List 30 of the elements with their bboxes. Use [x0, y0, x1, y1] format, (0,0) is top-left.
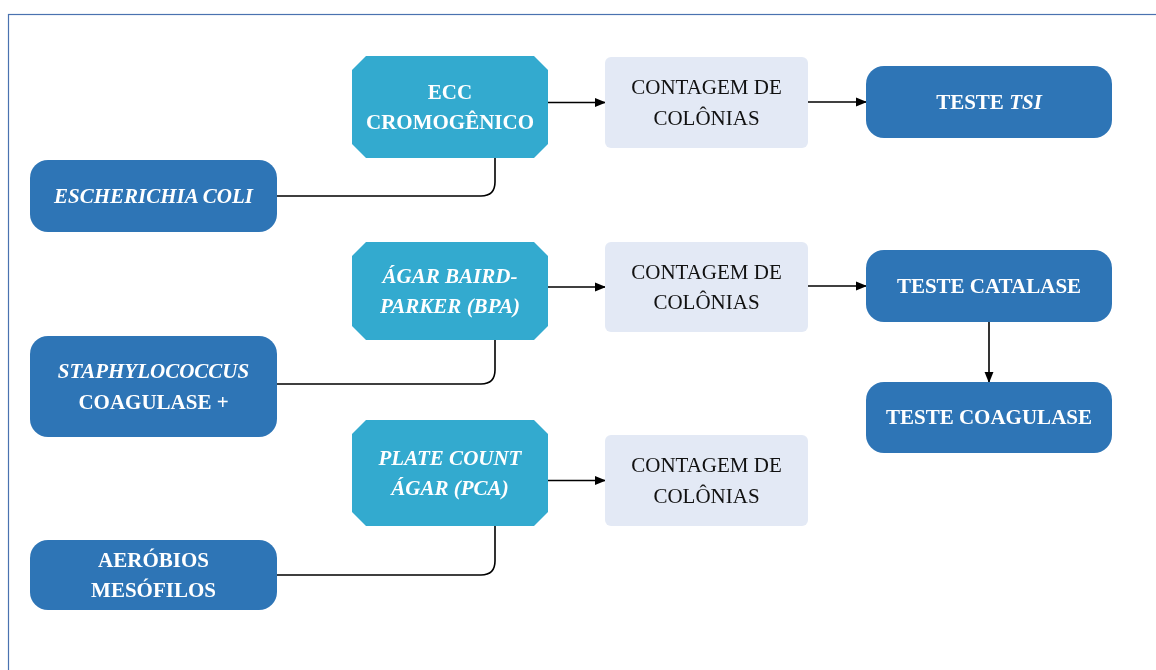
node-label: ÁGAR BAIRD-PARKER (BPA) [379, 262, 521, 320]
connector-line [276, 157, 496, 197]
node-label: PLATE COUNT ÁGAR (PCA) [377, 444, 523, 502]
colony-count-box [605, 57, 808, 148]
node-label: TESTE COAGULASE [886, 404, 1092, 432]
arrow [807, 281, 868, 291]
node-label: CONTAGEM DE COLÔNIAS [630, 74, 783, 132]
node-label: CONTAGEM DE COLÔNIAS [630, 452, 783, 510]
rounded-process-box [866, 382, 1112, 453]
rounded-process-box [866, 66, 1112, 138]
connector-line [276, 339, 496, 385]
node-label: ECC CROMOGÊNICO [365, 78, 535, 136]
node-label: STAPHYLOCOCCUS COAGULASE + [56, 358, 251, 416]
rounded-process-box [30, 540, 277, 610]
colony-count-box [605, 435, 808, 526]
arrow [984, 321, 994, 384]
arrow [547, 282, 607, 292]
rounded-process-box [866, 250, 1112, 322]
colony-count-box [605, 242, 808, 332]
arrow [547, 476, 607, 485]
node-label: TESTE CATALASE [896, 272, 1082, 300]
node-label: CONTAGEM DE COLÔNIAS [630, 258, 783, 316]
node-label: ESCHERICHIA COLI [54, 182, 253, 210]
node-label: TESTE TSI [936, 88, 1042, 116]
connector-line [276, 525, 496, 576]
rounded-process-box [30, 160, 277, 232]
arrow [807, 97, 868, 107]
rounded-process-box [30, 336, 277, 437]
node-label: AERÓBIOS MESÓFILOS [90, 546, 217, 604]
arrow [547, 98, 607, 107]
